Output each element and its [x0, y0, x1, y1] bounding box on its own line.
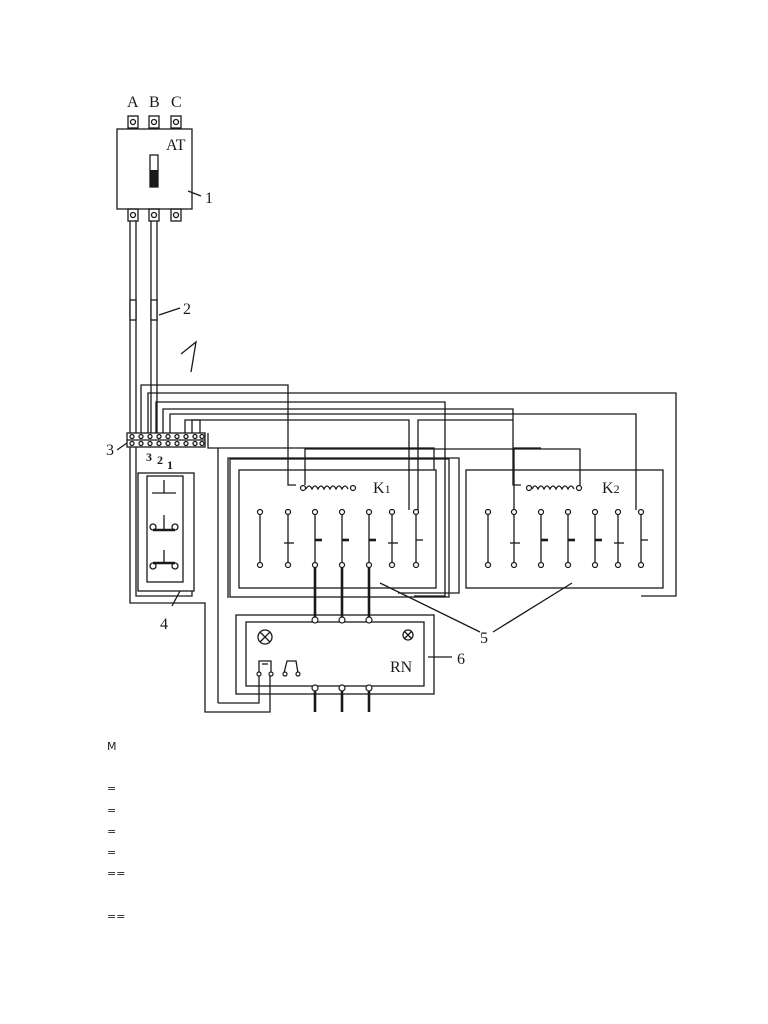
interlock-wire — [513, 447, 541, 510]
contactor-k1 — [229, 458, 450, 598]
supply-cables — [129, 221, 158, 433]
terminal-block — [126, 432, 206, 448]
callout-2: 2 — [183, 301, 191, 318]
relay-label: RN — [390, 659, 413, 676]
terminal-mark-2: 2 — [157, 453, 163, 467]
terminal-mark-3: 3 — [146, 450, 152, 464]
circuit-breaker — [116, 115, 193, 222]
contactor1-label: K1 — [373, 480, 391, 497]
relay-control-wire — [218, 676, 260, 704]
callout-5: 5 — [480, 630, 488, 647]
notes-line: = — [107, 804, 117, 817]
notes-heading: M — [107, 740, 117, 753]
contactor-k2 — [465, 469, 664, 589]
notes-line: = — [107, 825, 117, 838]
notes-line: = — [107, 846, 117, 859]
callout-1: 1 — [205, 190, 213, 207]
callout-4: 4 — [160, 616, 168, 633]
phase-label-a: A — [127, 94, 139, 111]
breaker-label: AT — [166, 137, 186, 154]
handwritten-mark-icon — [180, 340, 197, 373]
relay-rn — [235, 614, 435, 695]
notes-line: == — [107, 910, 126, 923]
notes-line: = — [107, 782, 117, 795]
notes-line: == — [107, 867, 126, 880]
power-leads — [313, 567, 371, 712]
callout-6: 6 — [457, 651, 465, 668]
terminal-mark-1: 1 — [167, 458, 173, 472]
control-wires — [140, 384, 677, 703]
contactor2-label: K2 — [602, 480, 620, 497]
phase-label-c: C — [171, 94, 182, 111]
push-button-station — [137, 472, 195, 592]
wiring-diagram: A B C AT 1 2 — [106, 94, 677, 713]
callout-3: 3 — [106, 442, 114, 459]
phase-label-b: B — [149, 94, 160, 111]
